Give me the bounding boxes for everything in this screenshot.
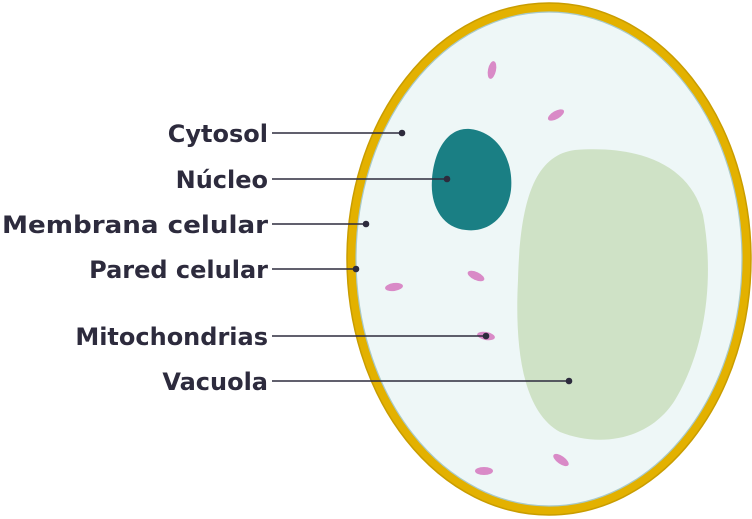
leader-dot-cell-membrane	[362, 220, 370, 228]
label-cell-wall: Pared celular	[89, 256, 268, 284]
labels: Cytosol Núcleo Membrana celular Pared ce…	[2, 120, 268, 396]
vacuole-shape	[517, 149, 708, 440]
mitochondrion	[385, 282, 403, 292]
label-vacuole: Vacuola	[162, 368, 268, 396]
label-cell-membrane: Membrana celular	[2, 211, 268, 239]
label-cytosol: Cytosol	[168, 120, 268, 148]
leader-dot-nucleus	[443, 175, 451, 183]
leader-lines	[272, 129, 573, 385]
label-nucleus: Núcleo	[176, 166, 268, 194]
mitochondrion	[487, 61, 497, 79]
label-mitochondria: Mitochondrias	[75, 323, 268, 351]
mitochondrion	[553, 453, 569, 467]
leader-dot-cell-wall	[352, 265, 360, 273]
leader-dot-vacuole	[565, 377, 573, 385]
leader-dot-mitochondria	[482, 332, 490, 340]
leader-dot-cytosol	[398, 129, 406, 137]
mitochondrion	[467, 270, 485, 282]
mitochondrion	[547, 109, 565, 121]
nucleus-shape	[431, 128, 512, 231]
mitochondria-group	[385, 61, 569, 475]
mitochondrion	[475, 467, 493, 475]
